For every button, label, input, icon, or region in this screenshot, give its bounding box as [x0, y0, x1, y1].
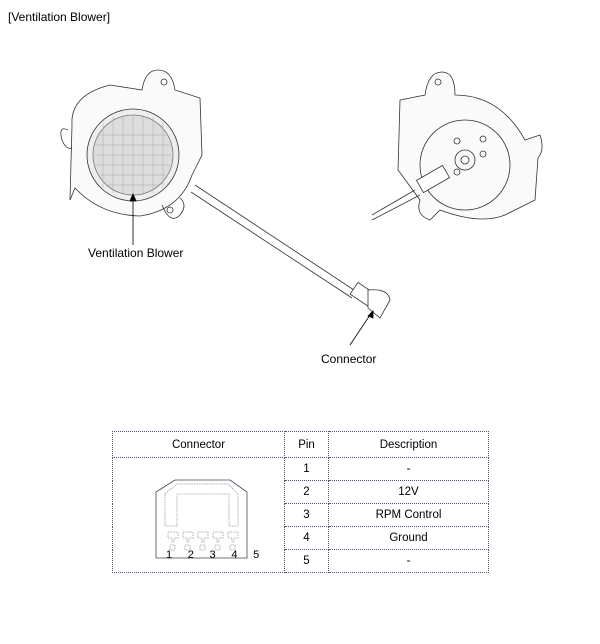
description-cell: 12V [328, 480, 489, 504]
description-cell: Ground [328, 526, 489, 550]
pin-cell: 3 [284, 503, 329, 527]
page-title: [Ventilation Blower] [8, 10, 111, 24]
pin-table: Connector Pin Description 1 2 3 4 5 1 - [112, 431, 489, 573]
header-pin: Pin [284, 431, 329, 458]
table-row: 1 2 3 4 5 1 - [112, 457, 489, 573]
connector-plug [349, 281, 391, 319]
header-description: Description [328, 431, 489, 458]
table-row: 5 - [113, 549, 489, 573]
description-cell: - [328, 457, 489, 481]
pin-cell: 1 [284, 457, 329, 481]
cable [190, 184, 358, 299]
pin-numbers: 1 2 3 4 5 [166, 549, 266, 561]
blower-front-view [60, 69, 203, 219]
connector-label: Connector [321, 352, 377, 366]
connector-face-icon [155, 479, 248, 559]
pin-cell: 5 [284, 549, 329, 573]
connector-face-cell: 1 2 3 4 5 [112, 457, 285, 573]
description-cell: RPM Control [328, 503, 489, 527]
table-header: Connector Pin Description [112, 431, 489, 458]
description-cell: - [328, 549, 489, 573]
table-row: 3 RPM Control [113, 503, 489, 527]
pin-cell: 2 [284, 480, 329, 504]
pin-cell: 4 [284, 526, 329, 550]
blower-rear-view [371, 71, 543, 221]
blower-diagram [60, 69, 543, 346]
header-connector: Connector [112, 431, 285, 458]
blower-label: Ventilation Blower [88, 246, 184, 260]
